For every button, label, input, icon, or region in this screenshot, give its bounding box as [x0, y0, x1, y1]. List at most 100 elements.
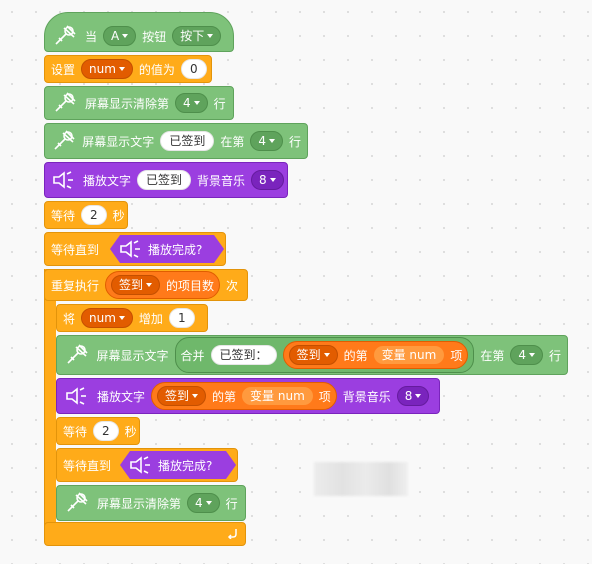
magic-wand-icon	[63, 343, 91, 367]
speaker-icon	[118, 237, 144, 261]
wait-until-label: 等待直到	[63, 458, 112, 473]
at-row-label: 在第	[220, 134, 245, 149]
clear-label: 屏幕显示清除第	[85, 96, 170, 111]
row-label: 行	[548, 348, 561, 363]
chevron-down-icon	[528, 353, 535, 357]
row-dropdown[interactable]: 4	[175, 93, 208, 113]
repeat-block-arm[interactable]	[44, 269, 56, 529]
blurred-watermark	[314, 462, 408, 496]
when-button-pressed-block[interactable]: 当 A 按钮 按下	[44, 12, 234, 52]
seconds-input[interactable]: 2	[81, 205, 107, 225]
row-label: 行	[225, 496, 238, 511]
screen-clear-row-block[interactable]: 屏幕显示清除第 4 行	[56, 485, 246, 521]
variable-reporter[interactable]: 变量 num	[242, 387, 313, 405]
of-label: 的第	[212, 389, 237, 404]
screen-show-text-block[interactable]: 屏幕显示文字 已签到 在第 4 行	[44, 123, 308, 159]
play-text-block[interactable]: 播放文字 已签到 背景音乐 8	[44, 162, 288, 198]
item-count-label: 的项目数	[166, 278, 215, 293]
set-variable-block[interactable]: 设置 num 的值为 0	[44, 55, 212, 83]
magic-wand-icon	[63, 491, 91, 515]
play-finished-condition[interactable]: 播放完成?	[110, 235, 224, 263]
repeat-block[interactable]: 重复执行 签到 的项目数 次	[44, 269, 248, 301]
loop-arrow-icon	[227, 527, 239, 542]
chevron-down-icon	[192, 394, 199, 398]
key-dropdown[interactable]: A	[103, 26, 137, 46]
chevron-down-icon	[193, 101, 200, 105]
chevron-down-icon	[122, 34, 129, 38]
play-finished-condition[interactable]: 播放完成?	[120, 451, 236, 479]
list-length-reporter[interactable]: 签到 的项目数	[105, 271, 221, 299]
music-label: 背景音乐	[342, 389, 391, 404]
change-label: 将	[63, 311, 76, 326]
condition-label: 播放完成?	[158, 458, 213, 473]
row-dropdown[interactable]: 4	[250, 131, 283, 151]
variable-reporter[interactable]: 变量 num	[373, 346, 445, 364]
change-variable-block[interactable]: 将 num 增加 1	[56, 304, 208, 332]
repeat-label: 重复执行	[51, 278, 100, 293]
state-dropdown[interactable]: 按下	[172, 26, 222, 46]
text-input[interactable]: 已签到	[137, 170, 192, 190]
chevron-down-icon	[268, 139, 275, 143]
seconds-label: 秒	[112, 208, 125, 223]
list-dropdown[interactable]: 签到	[111, 275, 161, 295]
join-label: 合并	[180, 348, 205, 363]
when-label: 当	[85, 29, 98, 44]
set-label: 设置	[51, 62, 76, 77]
row-dropdown[interactable]: 4	[187, 493, 220, 513]
text-input[interactable]: 已签到：	[210, 345, 277, 365]
row-label: 行	[288, 134, 301, 149]
seconds-label: 秒	[124, 424, 137, 439]
chevron-down-icon	[205, 501, 212, 505]
chevron-down-icon	[207, 34, 214, 38]
list-item-reporter[interactable]: 签到 的第 变量 num 项	[151, 382, 337, 410]
play-text-label: 播放文字	[83, 173, 132, 188]
screen-clear-row-block[interactable]: 屏幕显示清除第 4 行	[44, 86, 234, 120]
magic-wand-icon	[51, 129, 76, 153]
chevron-down-icon	[118, 316, 125, 320]
variable-dropdown[interactable]: num	[81, 308, 133, 328]
wait-until-label: 等待直到	[51, 242, 100, 257]
chevron-down-icon	[269, 178, 276, 182]
of-label: 的第	[343, 348, 368, 363]
speaker-icon	[51, 168, 77, 192]
magic-wand-icon	[51, 91, 79, 115]
wait-seconds-block[interactable]: 等待 2 秒	[44, 201, 128, 229]
row-label: 行	[213, 96, 226, 111]
chevron-down-icon	[323, 353, 330, 357]
list-item-reporter[interactable]: 签到 的第 变量 num 项	[282, 341, 469, 369]
value-label: 的值为	[138, 62, 175, 77]
condition-label: 播放完成?	[148, 242, 203, 257]
wait-label: 等待	[51, 208, 76, 223]
list-dropdown[interactable]: 签到	[157, 386, 207, 406]
seconds-input[interactable]: 2	[93, 421, 119, 441]
screen-show-text-block[interactable]: 屏幕显示文字 合并 已签到： 签到 的第 变量 num 项 在第 4 行	[56, 335, 568, 375]
play-text-label: 播放文字	[97, 389, 146, 404]
wait-seconds-block[interactable]: 等待 2 秒	[56, 417, 140, 445]
list-dropdown[interactable]: 签到	[288, 345, 338, 365]
music-dropdown[interactable]: 8	[251, 170, 284, 190]
row-dropdown[interactable]: 4	[510, 345, 543, 365]
magic-wand-icon	[51, 24, 79, 48]
show-text-label: 屏幕显示文字	[96, 348, 169, 363]
chevron-down-icon	[146, 283, 153, 287]
chevron-down-icon	[415, 394, 422, 398]
text-input[interactable]: 已签到	[160, 131, 215, 151]
wait-label: 等待	[63, 424, 88, 439]
repeat-block-footer	[44, 522, 246, 546]
increase-label: 增加	[138, 311, 163, 326]
button-label: 按钮	[142, 29, 167, 44]
increment-input[interactable]: 1	[168, 308, 195, 328]
play-text-block[interactable]: 播放文字 签到 的第 变量 num 项 背景音乐 8	[56, 378, 440, 414]
show-text-label: 屏幕显示文字	[82, 134, 155, 149]
join-reporter[interactable]: 合并 已签到： 签到 的第 变量 num 项	[174, 337, 475, 373]
variable-dropdown[interactable]: num	[81, 59, 133, 79]
speaker-icon	[63, 384, 91, 408]
item-label: 项	[318, 389, 331, 404]
chevron-down-icon	[118, 67, 125, 71]
at-row-label: 在第	[480, 348, 505, 363]
times-label: 次	[226, 278, 239, 293]
item-label: 项	[450, 348, 463, 363]
value-input[interactable]: 0	[180, 59, 207, 79]
clear-label: 屏幕显示清除第	[97, 496, 182, 511]
music-dropdown[interactable]: 8	[396, 386, 430, 406]
